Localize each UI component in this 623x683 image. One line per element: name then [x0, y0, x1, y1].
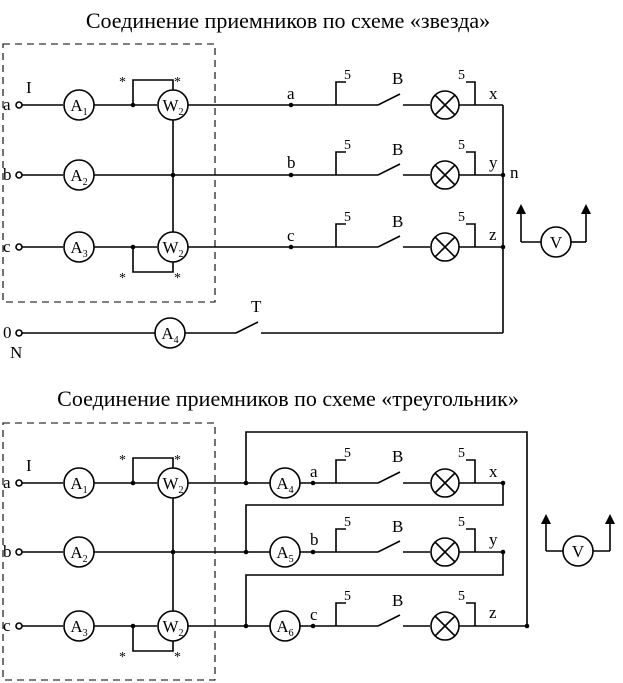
delta-scheme-title: Соединение приемников по схеме «треуголь… [57, 386, 519, 411]
svg-text:b: b [3, 542, 12, 561]
svg-text:5: 5 [458, 446, 465, 461]
delta-phase-c-line: c A3 W2 * * A6 c 5 B 5 z [3, 589, 527, 665]
star-neutral-line: 0 N A4 T [3, 297, 503, 362]
delta-connections [245, 431, 530, 629]
svg-text:B: B [392, 69, 403, 88]
svg-text:I: I [26, 456, 32, 475]
svg-text:N: N [10, 343, 22, 362]
terminal [15, 171, 23, 179]
svg-text:5: 5 [458, 138, 465, 153]
svg-text:B: B [392, 140, 403, 159]
svg-text:b: b [310, 530, 319, 549]
svg-text:5: 5 [344, 68, 351, 83]
svg-text:B: B [392, 212, 403, 231]
terminal [15, 622, 23, 630]
svg-text:B: B [392, 591, 403, 610]
svg-text:B: B [392, 517, 403, 536]
lamp-c [430, 611, 460, 641]
star-node-a: a [287, 84, 295, 103]
svg-text:b: b [287, 153, 296, 172]
delta-voltmeter: V [541, 514, 615, 567]
star-phase-b-line: b A2 b 5 B 5 y n [3, 138, 519, 191]
svg-text:5: 5 [458, 68, 465, 83]
star-phase-c-line: c A3 W2 * * c 5 B 5 z [3, 210, 503, 286]
terminal [15, 329, 23, 337]
delta-phase-b-line: b A2 A5 b 5 B 5 y [3, 515, 503, 568]
svg-text:*: * [174, 271, 181, 286]
svg-text:a: a [310, 462, 318, 481]
star-phase-a-line: a I A1 W2 * * a 5 B 5 x [3, 68, 503, 121]
switch-b-a [377, 471, 401, 484]
svg-text:5: 5 [344, 210, 351, 225]
svg-text:0: 0 [3, 323, 12, 342]
svg-text:c: c [287, 226, 295, 245]
terminal [15, 548, 23, 556]
terminal [15, 101, 23, 109]
svg-text:*: * [174, 453, 181, 468]
lamp-b [430, 160, 460, 190]
terminal [15, 479, 23, 487]
svg-text:b: b [3, 165, 12, 184]
svg-text:y: y [489, 530, 498, 549]
terminal [15, 243, 23, 251]
switch-b-c [377, 614, 401, 627]
svg-text:T: T [251, 297, 262, 316]
svg-text:B: B [392, 447, 403, 466]
svg-text:x: x [489, 462, 498, 481]
star-mark: * [174, 75, 181, 90]
star-measurement-block [2, 43, 216, 303]
star-end-z: z [489, 225, 497, 244]
svg-text:*: * [119, 650, 126, 665]
star-voltmeter: V [516, 204, 591, 258]
lamp-c [430, 232, 460, 262]
star-neutral-point: n [510, 163, 519, 182]
star-end-x: x [489, 84, 498, 103]
svg-text:c: c [3, 616, 11, 635]
svg-text:c: c [3, 237, 11, 256]
svg-text:W2: W2 [162, 474, 183, 496]
star-current-label: I [26, 78, 32, 97]
star-scheme-title: Соединение приемников по схеме «звезда» [86, 8, 490, 33]
lamp-a [430, 90, 460, 120]
switch-t [235, 321, 259, 334]
svg-text:*: * [119, 271, 126, 286]
switch-b-c [377, 235, 401, 248]
svg-text:5: 5 [458, 515, 465, 530]
svg-text:V: V [572, 542, 585, 561]
lamp-a [430, 468, 460, 498]
svg-text:5: 5 [344, 515, 351, 530]
lamp-b [430, 537, 460, 567]
svg-text:5: 5 [458, 589, 465, 604]
svg-text:*: * [119, 453, 126, 468]
star-mark: * [119, 75, 126, 90]
svg-text:V: V [550, 233, 563, 252]
delta-phase-a-line: a I A1 W2 * * A4 a 5 B 5 x [3, 446, 503, 499]
svg-text:W2: W2 [162, 96, 183, 118]
switch-b-b [377, 163, 401, 176]
svg-text:a: a [3, 473, 11, 492]
svg-text:*: * [174, 650, 181, 665]
svg-text:5: 5 [458, 210, 465, 225]
switch-b-b [377, 540, 401, 553]
switch-b-a [377, 93, 401, 106]
svg-text:5: 5 [344, 446, 351, 461]
svg-text:W2: W2 [162, 238, 183, 260]
svg-text:5: 5 [344, 589, 351, 604]
svg-text:c: c [310, 605, 318, 624]
star-phase-a-label: a [3, 95, 11, 114]
star-end-y: y [489, 153, 498, 172]
svg-text:5: 5 [344, 138, 351, 153]
svg-text:z: z [489, 603, 497, 622]
svg-text:W2: W2 [162, 617, 183, 639]
